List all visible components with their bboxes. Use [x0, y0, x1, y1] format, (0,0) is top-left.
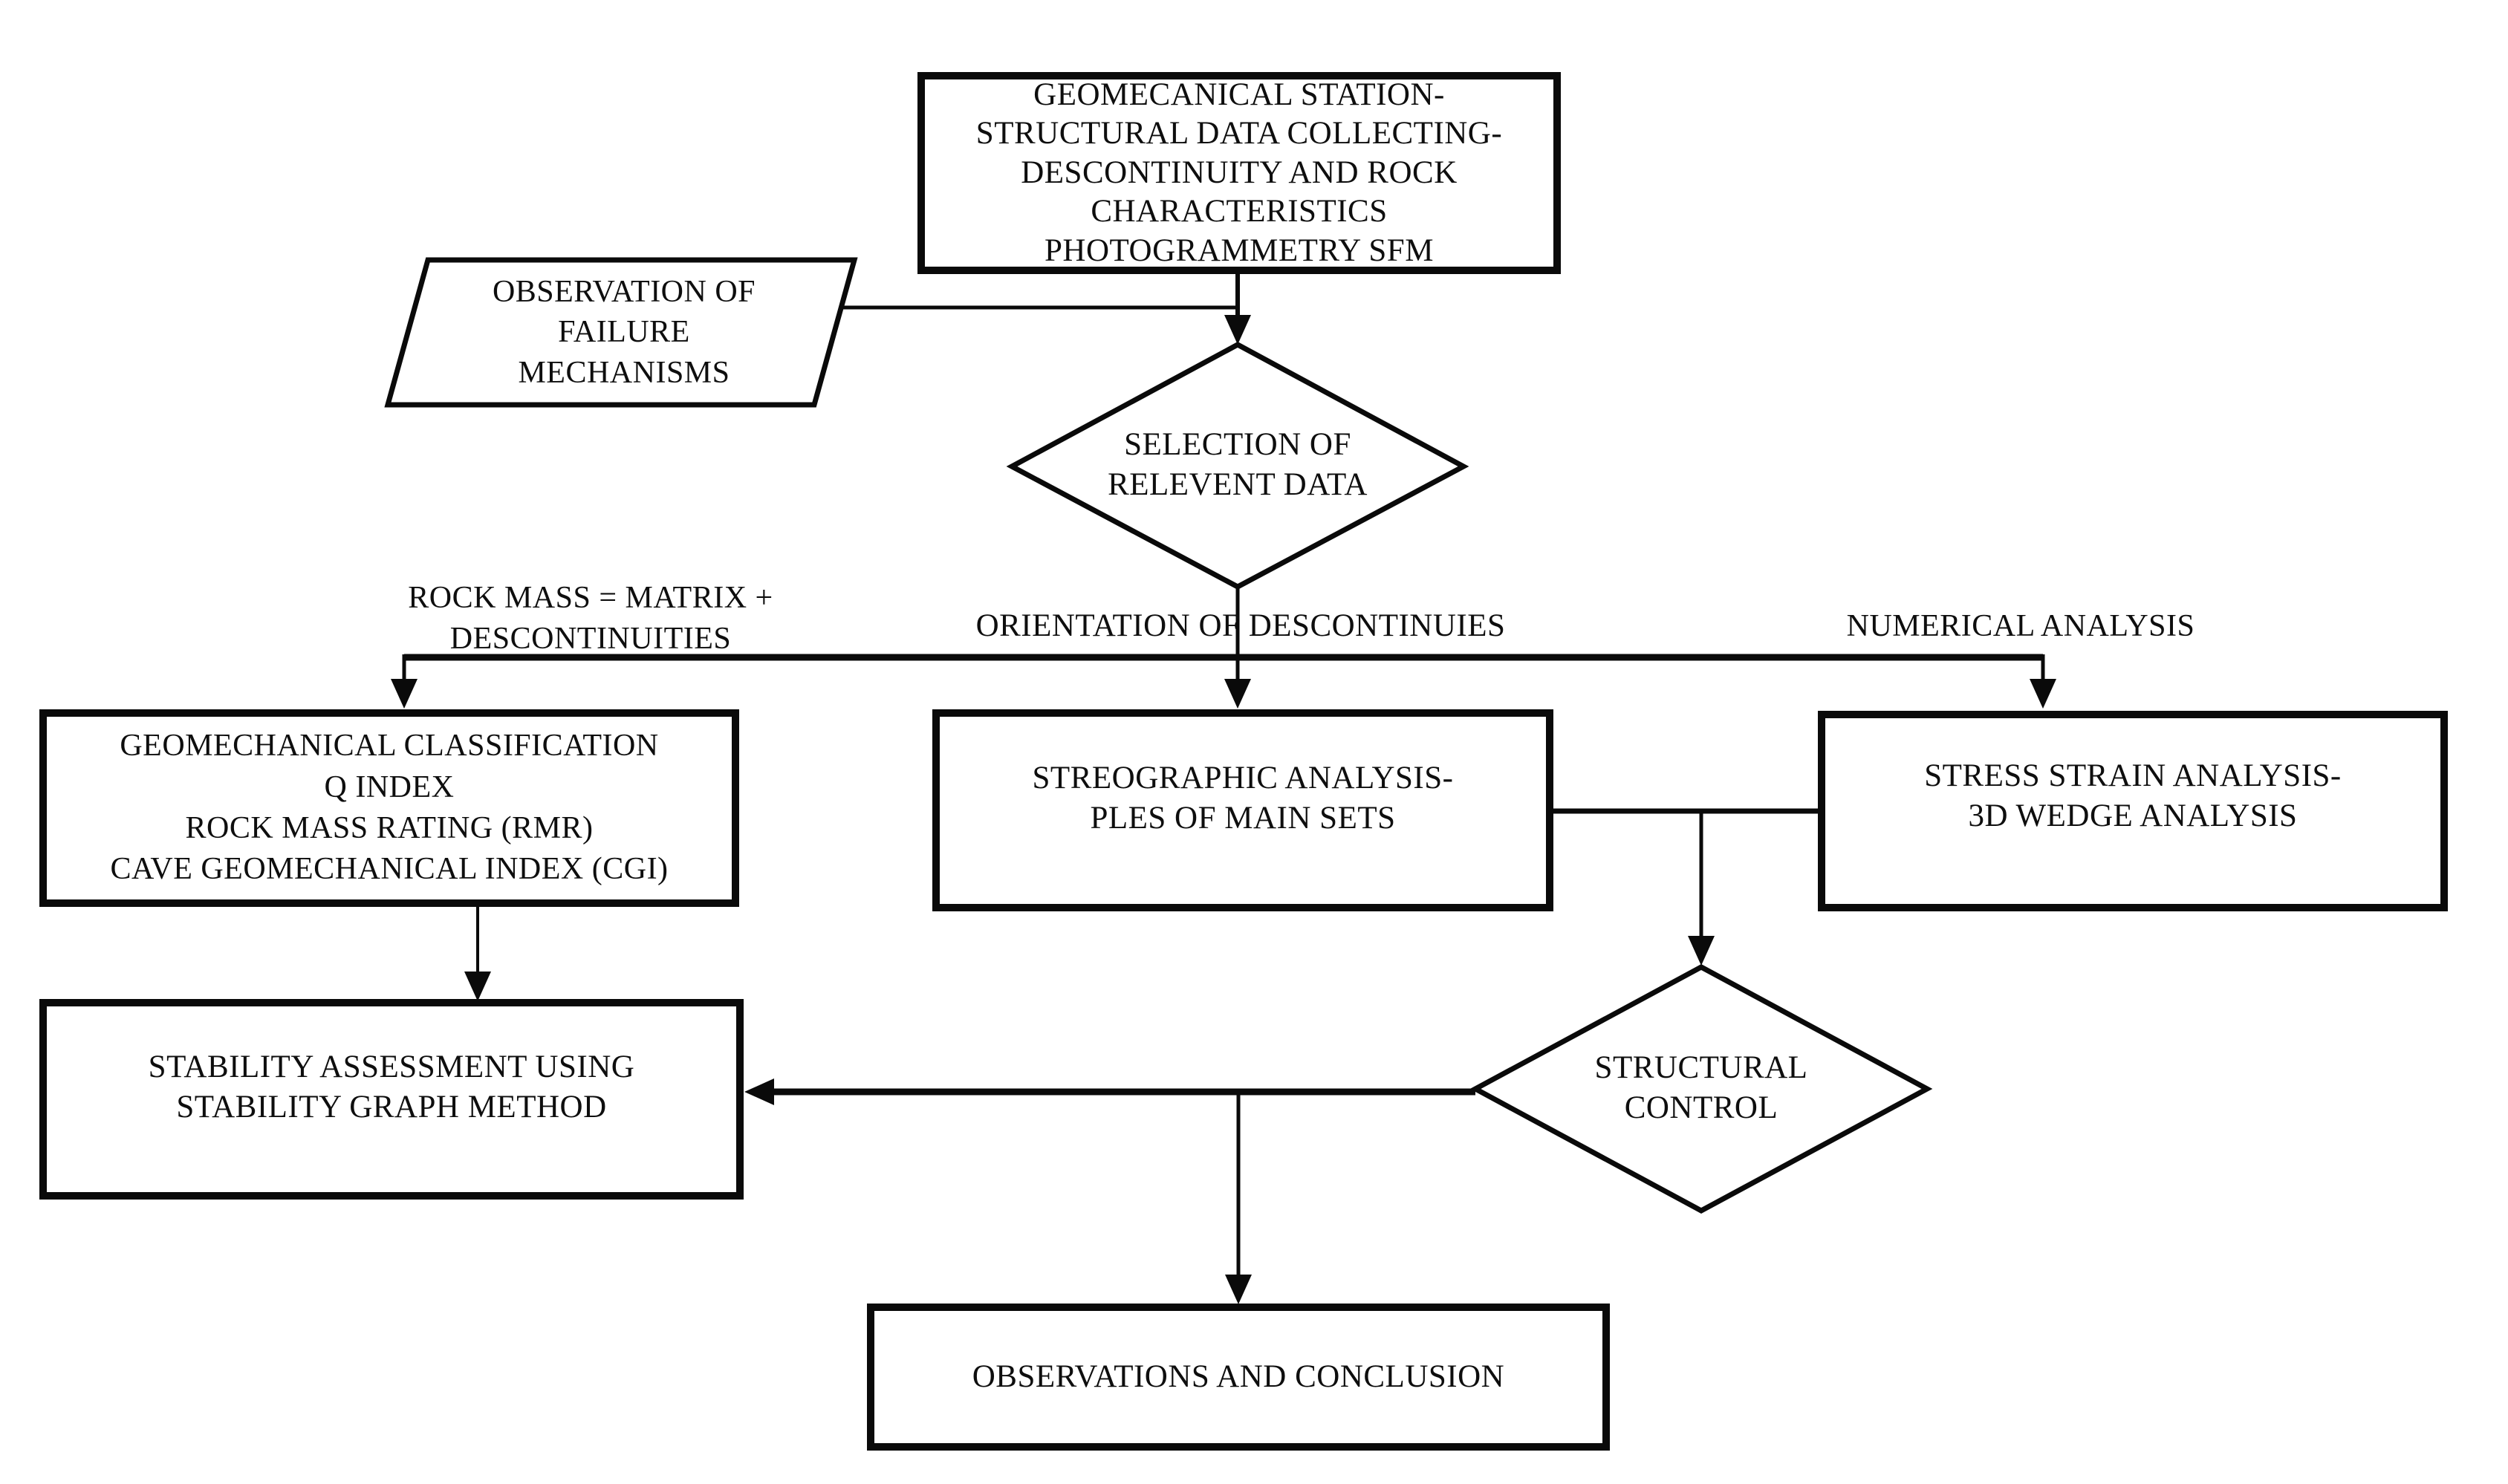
arrowhead-into-classification-box: [391, 679, 418, 709]
selection-diamond-shape: [1006, 342, 1469, 590]
stereographic-box-shape: [932, 709, 1553, 911]
classification-box-shape: [39, 709, 739, 907]
arrowhead-into-stability-box-top: [464, 972, 491, 1001]
stability-box-shape: [39, 999, 744, 1200]
structural-control-diamond-shape: [1469, 964, 1933, 1214]
arrowhead-into-structural-diamond: [1688, 936, 1715, 966]
observation-parallelogram-shape: [384, 257, 858, 408]
data-collection-box-shape: [917, 72, 1561, 274]
arrowhead-into-stability-box-right: [744, 1078, 774, 1105]
arrowhead-into-conclusion-box: [1225, 1275, 1252, 1304]
conclusion-box-shape: [867, 1304, 1610, 1451]
arrowhead-into-stress-strain-box: [2030, 679, 2056, 709]
arrowhead-into-selection-diamond: [1224, 315, 1251, 345]
stress-strain-box-shape: [1818, 711, 2448, 911]
arrowhead-into-stereographic-box: [1224, 679, 1251, 709]
